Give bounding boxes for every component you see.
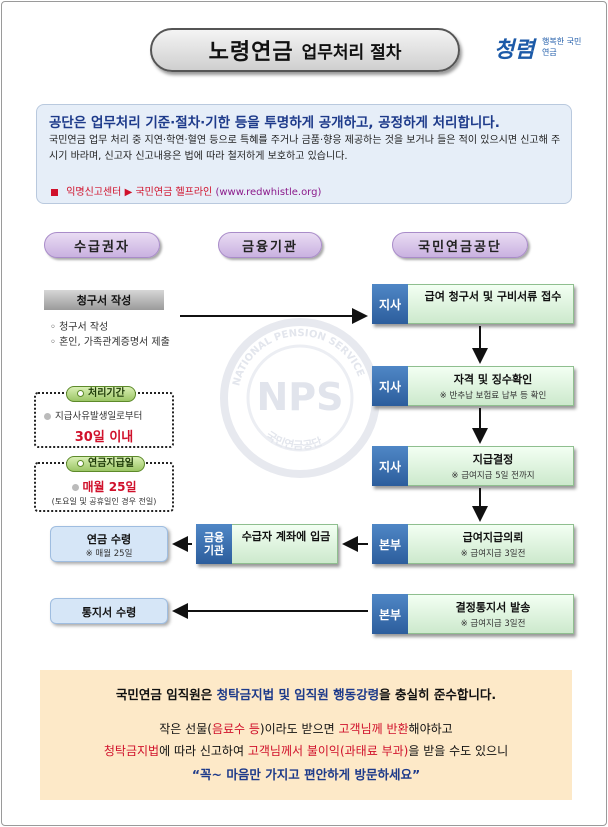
- logo-small-text: 행복한 국민연금: [542, 37, 582, 57]
- processing-period-label: 처리기간: [66, 386, 136, 402]
- pay-day-box: 연금지급일 매월 25일 (토요일 및 공휴일인 경우 전일): [34, 456, 174, 512]
- step-tag: 본부: [372, 524, 408, 564]
- title-sub: 업무처리 절차: [301, 42, 402, 63]
- report-center-line: 익명신고센터 ▶ 국민연금 헬프라인 (www.redwhistle.org): [51, 183, 321, 198]
- bank-deposit-step: 금융기관 수급자 계좌에 입금: [196, 524, 338, 564]
- step-tag: 지사: [372, 284, 408, 324]
- step-main: 자격 및 징수확인: [453, 373, 533, 386]
- pension-receive-label: 연금 수령: [86, 533, 132, 546]
- footer-line-4: “꼭~ 마음만 가지고 편안하게 방문하세요”: [191, 767, 421, 782]
- processing-period-box: 처리기간 지급사유발생일로부터 30일 이내: [34, 386, 174, 448]
- pension-receive-box: 연금 수령 ※ 매월 25일: [50, 526, 168, 562]
- notice-headline: 공단은 업무처리 기준·절차·기한 등을 투명하게 공개하고, 공정하게 처리합…: [49, 115, 500, 131]
- pay-day-note: (토요일 및 공휴일인 경우 전일): [51, 497, 157, 506]
- footer-line-2: 작은 선물(음료수 등)이라도 받으면 고객님께 반환해야하고: [159, 722, 453, 736]
- notice-receive-box: 통지서 수령: [50, 598, 168, 624]
- step-sub: ※ 급여지급 5일 전까지: [451, 471, 535, 481]
- step-tag: 지사: [372, 446, 408, 486]
- title-main: 노령연금: [208, 40, 294, 65]
- pay-day-label: 연금지급일: [66, 456, 145, 472]
- notice-body: 국민연금 업무 처리 중 지연·학연·혈연 등으로 특혜를 주거나 금품·향응 …: [49, 135, 561, 162]
- integrity-logo: 청렴 행복한 국민연금: [494, 32, 584, 66]
- footer-line-3: 청탁금지법에 따라 신고하여 고객님께서 불이익(과태료 부과)을 받을 수도 …: [103, 744, 509, 758]
- claim-item: ◦ 혼인, 가족관계증명서 제출: [50, 337, 170, 348]
- step-notice-dispatch: 본부 결정통지서 발송 ※ 급여지급 3일전: [372, 594, 574, 634]
- step-eligibility-check: 지사 자격 및 징수확인 ※ 반추납 보험료 납부 등 확인: [372, 366, 574, 406]
- step-payment-request: 본부 급여지급의뢰 ※ 급여지급 3일전: [372, 524, 574, 564]
- page-title: 노령연금 업무처리 절차: [150, 28, 460, 72]
- helpline-link[interactable]: (www.redwhistle.org): [215, 187, 322, 198]
- claim-title: 청구서 작성: [44, 290, 164, 310]
- step-main: 급여지급의뢰: [462, 531, 524, 544]
- logo-big-text: 청렴: [494, 37, 535, 63]
- arrow-right-icon: ▶: [124, 187, 133, 198]
- processing-period-text: 지급사유발생일로부터: [44, 408, 142, 422]
- pay-day-value: 매월 25일: [36, 478, 172, 495]
- step-main: 급여 청구서 및 구비서류 접수: [424, 290, 562, 303]
- red-square-icon: [51, 188, 58, 196]
- watermark-center-text: NPS: [256, 375, 343, 419]
- step-sub: ※ 반추납 보험료 납부 등 확인: [439, 391, 547, 401]
- step-payment-decision: 지사 지급결정 ※ 급여지급 5일 전까지: [372, 446, 574, 486]
- step-main: 결정통지서 발송: [455, 601, 531, 614]
- dot-icon: [77, 459, 84, 467]
- integrity-notice: 공단은 업무처리 기준·절차·기한 등을 투명하게 공개하고, 공정하게 처리합…: [36, 104, 572, 204]
- step-tag: 지사: [372, 366, 408, 406]
- notice-receive-label: 통지서 수령: [81, 606, 137, 619]
- footer-line-1: 국민연금 임직원은 청탁금지법 및 임직원 행동강령을 충실히 준수합니다.: [115, 687, 497, 702]
- anti-graft-footer: 국민연금 임직원은 청탁금지법 및 임직원 행동강령을 충실히 준수합니다. 작…: [40, 670, 572, 800]
- dot-icon: [71, 484, 79, 491]
- step-tag: 본부: [372, 594, 408, 634]
- step-main: 지급결정: [472, 453, 514, 466]
- bank-tag: 금융기관: [196, 524, 232, 564]
- anonymous-center-label: 익명신고센터: [66, 187, 122, 198]
- column-header-recipient: 수급권자: [44, 232, 160, 258]
- dot-icon: [77, 389, 84, 397]
- helpline-label: 국민연금 헬프라인: [135, 187, 213, 198]
- column-header-bank: 금융기관: [218, 232, 322, 258]
- step-claim-receipt: 지사 급여 청구서 및 구비서류 접수: [372, 284, 574, 324]
- step-sub: ※ 급여지급 3일전: [460, 549, 526, 559]
- claim-items: ◦ 청구서 작성 ◦ 혼인, 가족관계증명서 제출: [50, 320, 180, 350]
- processing-period-value: 30일 이내: [74, 430, 134, 445]
- claim-item: ◦ 청구서 작성: [50, 322, 109, 333]
- dot-icon: [44, 413, 51, 420]
- column-header-nps: 국민연금공단: [392, 232, 528, 258]
- bank-main: 수급자 계좌에 입금: [241, 530, 331, 543]
- step-sub: ※ 급여지급 3일전: [460, 619, 526, 629]
- pension-receive-sub: ※ 매월 25일: [85, 549, 133, 559]
